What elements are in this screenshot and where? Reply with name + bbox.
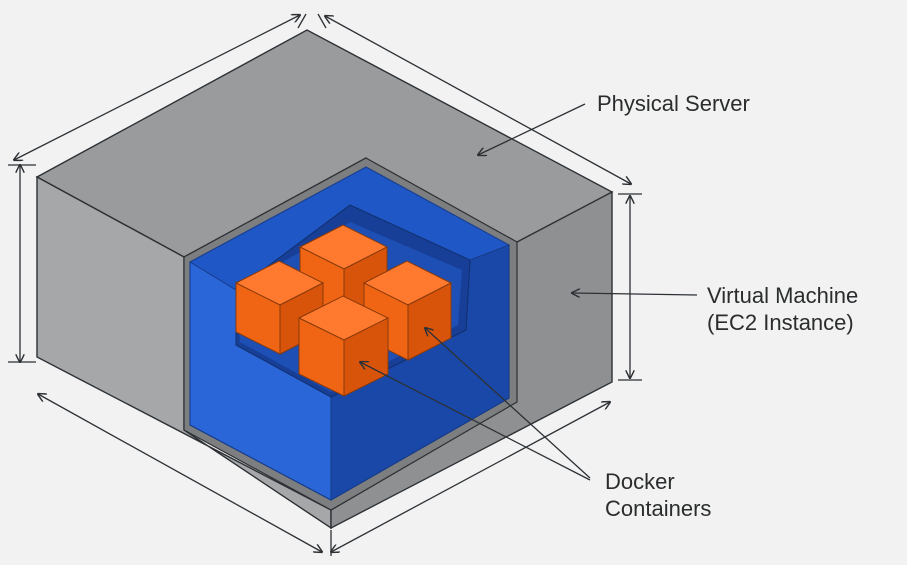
docker-text-line2: Containers [605,496,712,521]
virtual-machine-text-line2: (EC2 Instance) [707,310,854,335]
dimension-lines [8,13,642,556]
dimension-bottom-left [38,394,322,552]
arrow-virtual-machine [572,293,698,295]
pointer-arrows [360,103,698,481]
virtual-machine-label: Virtual Machine (EC2 Instance) [707,282,858,336]
physical-server-label: Physical Server [597,90,750,117]
docker-containers-label: Docker Containers [605,468,711,522]
arrow-docker-1 [425,328,591,479]
dimension-top-right [325,16,631,184]
virtual-machine-text-line1: Virtual Machine [707,283,859,308]
docker-containers [234,224,453,397]
arrow-docker-2 [360,362,591,481]
dimension-top-left [14,15,300,160]
docker-text-line1: Docker [605,469,675,494]
container-cube [297,295,390,397]
dimension-bottom-right [331,402,610,552]
physical-server-text: Physical Server [597,91,750,116]
arrow-physical-server [478,103,586,155]
